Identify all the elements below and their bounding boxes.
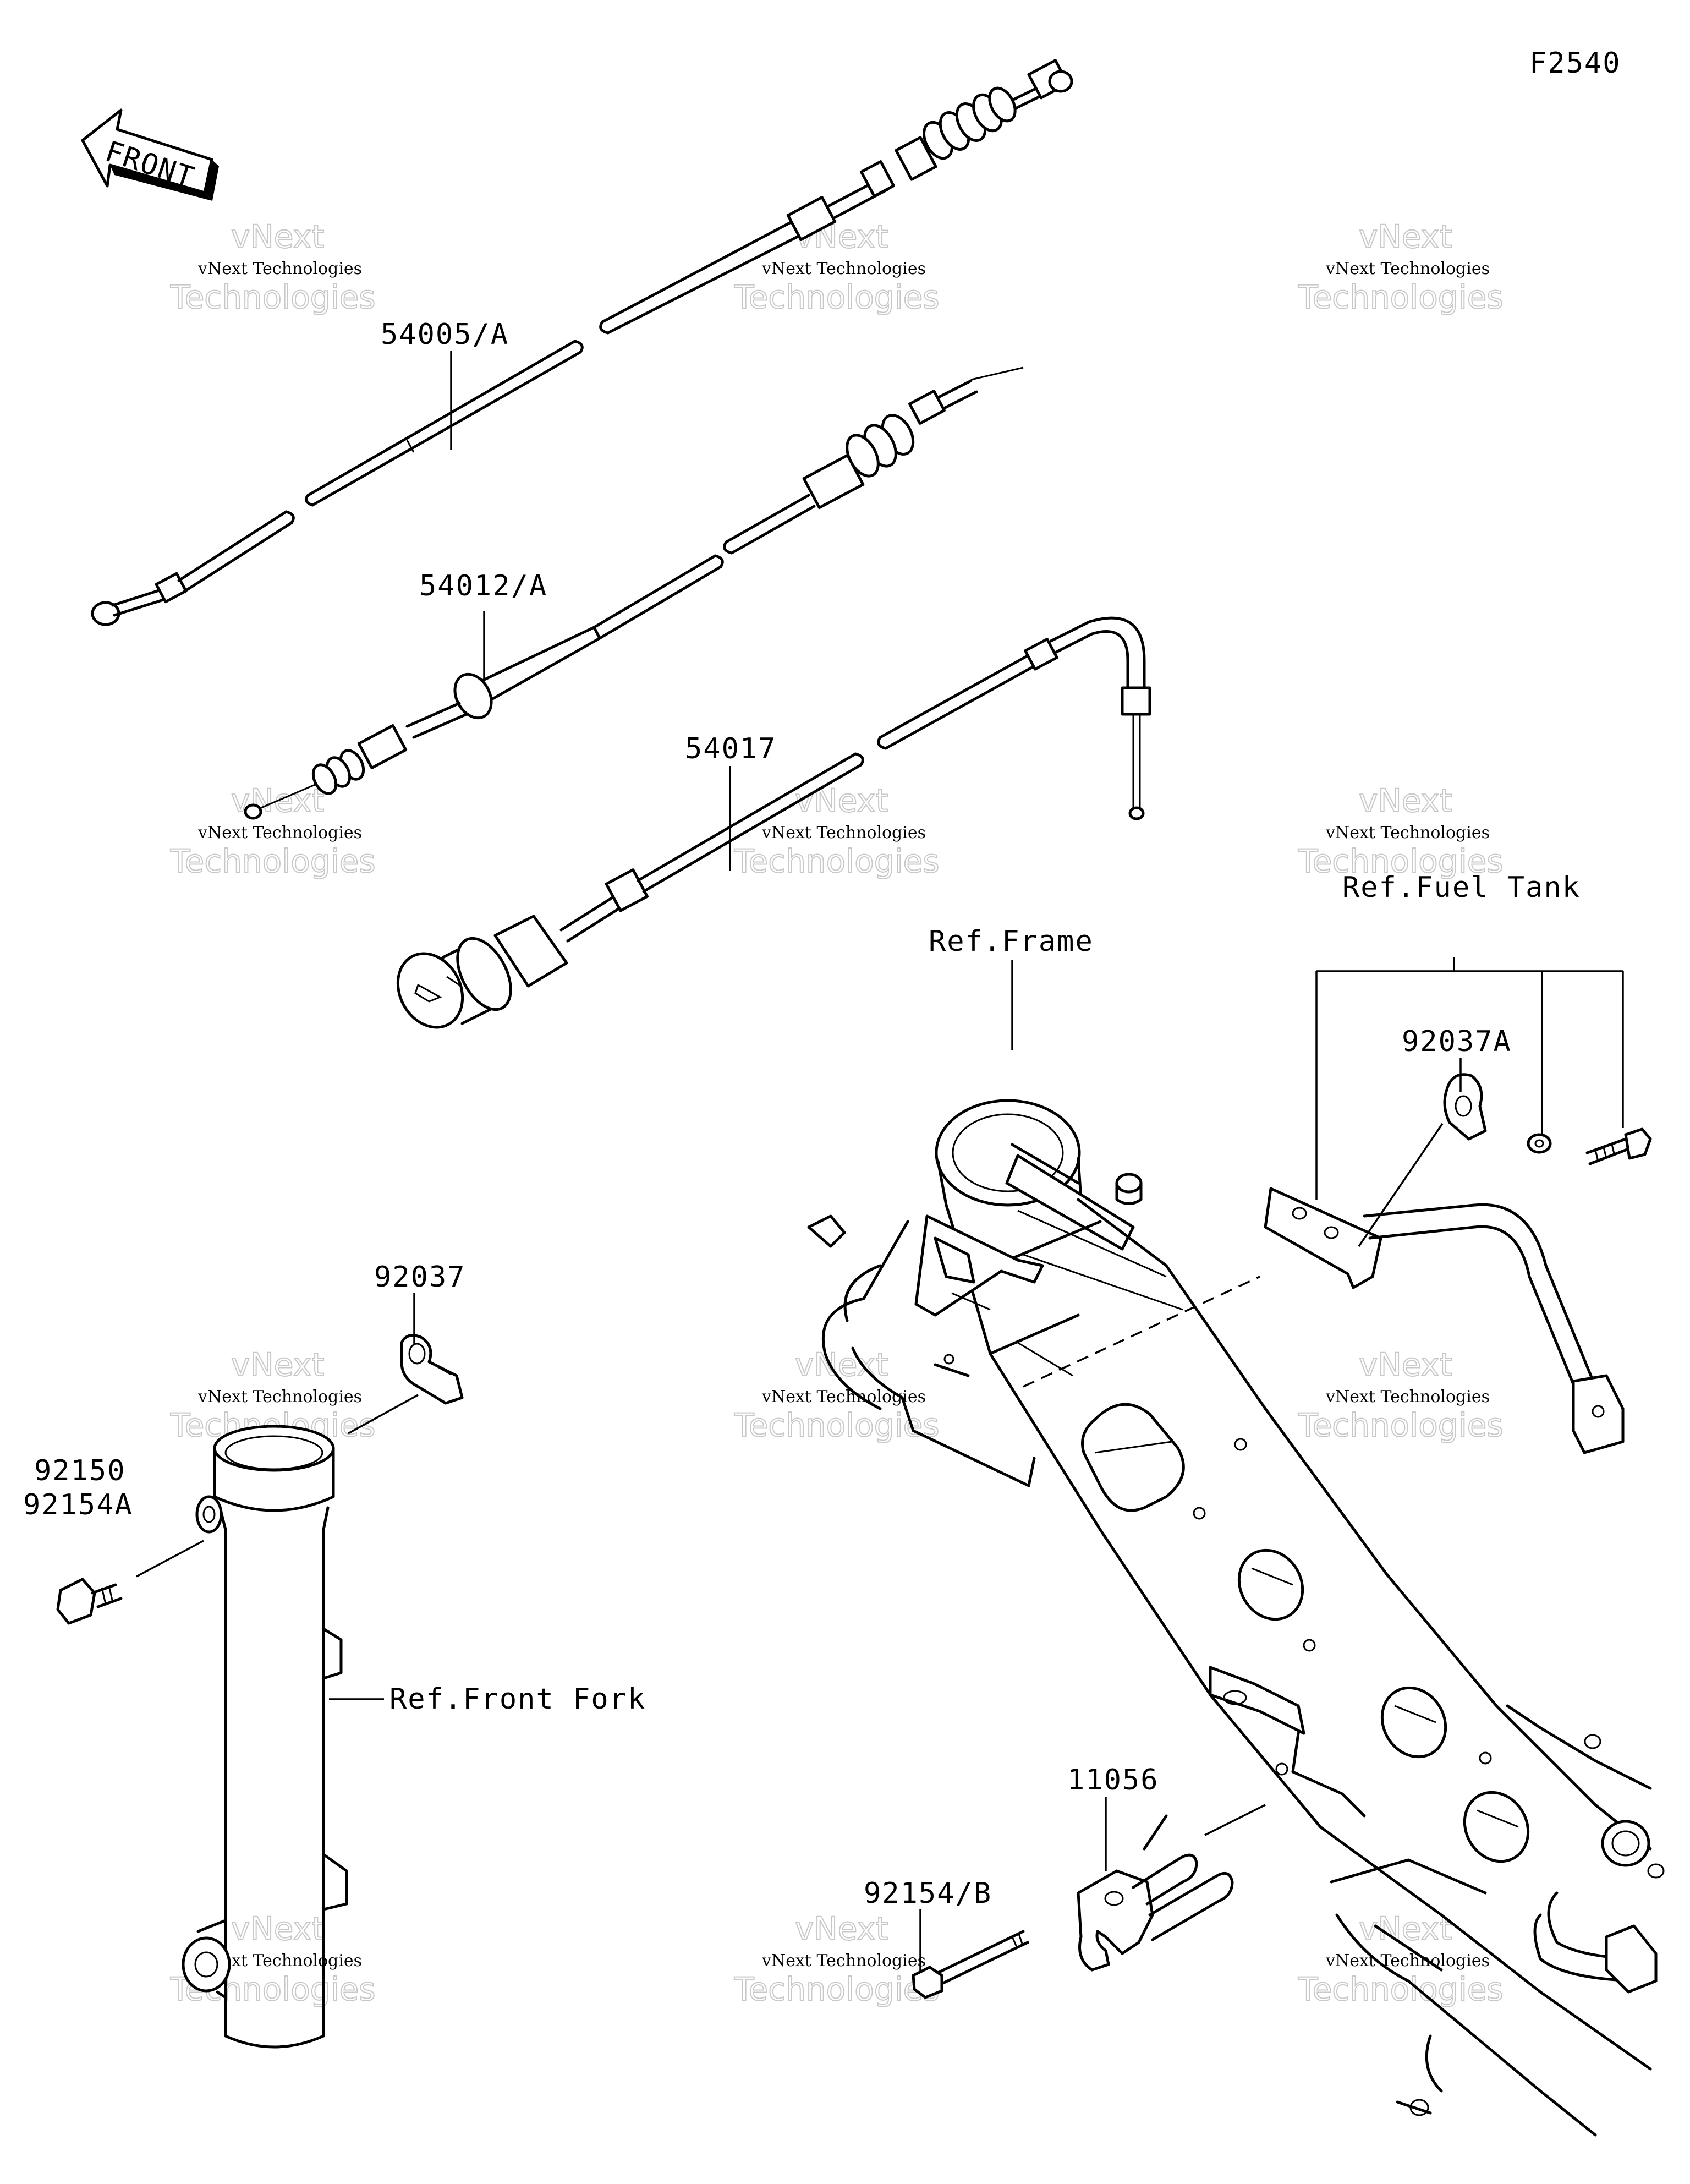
svg-text:vNext: vNext [231, 1910, 324, 1947]
svg-text:vNext: vNext [1359, 1346, 1452, 1383]
clutch-cable [91, 59, 1073, 626]
svg-text:vNext Technologies: vNext Technologies [761, 259, 926, 278]
watermark: vNext Technologies vNext Technologies [169, 781, 376, 880]
svg-text:vNext: vNext [1359, 218, 1452, 255]
bolt-icon [56, 1578, 123, 1625]
svg-text:vNext Technologies: vNext Technologies [197, 823, 362, 842]
svg-text:vNext: vNext [795, 782, 888, 819]
svg-text:vNext Technologies: vNext Technologies [1325, 823, 1490, 842]
bracket-11056 [1077, 1814, 1234, 1972]
watermark: vNext Technologies vNext Technologies [169, 217, 376, 316]
watermark: vNext Technologies vNext Technologies [1297, 1909, 1504, 2008]
svg-text:vNext: vNext [795, 1910, 888, 1947]
label-54012a: 54012/A [419, 570, 547, 603]
watermark: vNext Technologies vNext Technologies [1297, 217, 1504, 316]
svg-text:vNext Technologies: vNext Technologies [197, 1387, 362, 1406]
svg-text:vNext Technologies: vNext Technologies [1325, 1387, 1490, 1406]
clamp-icon [400, 1334, 464, 1405]
watermark: vNext Technologies vNext Technologies [169, 1345, 376, 1444]
label-92150: 92150 [34, 1454, 126, 1487]
washer-icon [1527, 1133, 1552, 1154]
svg-text:vNext: vNext [1359, 782, 1452, 819]
svg-text:vNext Technologies: vNext Technologies [1325, 1951, 1490, 1970]
screw-icon [1585, 1127, 1652, 1165]
svg-text:Technologies: Technologies [734, 842, 940, 880]
watermark: vNext Technologies vNext Technologies [1297, 1345, 1504, 1444]
front-arrow-icon: FRONT [81, 108, 219, 201]
label-54017: 54017 [685, 732, 777, 765]
label-ref-front-fork: Ref.Front Fork [389, 1683, 646, 1716]
clamp-a-icon [1443, 1073, 1487, 1141]
watermark: vNext Technologies vNext Technologies [1297, 781, 1504, 880]
svg-text:vNext Technologies: vNext Technologies [1325, 259, 1490, 278]
svg-text:Technologies: Technologies [734, 1406, 940, 1444]
svg-text:Technologies: Technologies [734, 278, 940, 316]
svg-text:Technologies: Technologies [1298, 842, 1504, 880]
svg-text:vNext: vNext [1359, 1910, 1452, 1947]
watermark: vNext Technologies vNext Technologies [733, 1345, 940, 1444]
leader-lines [136, 351, 1624, 1971]
fuel-tank-rail [1264, 1187, 1625, 1454]
svg-text:vNext Technologies: vNext Technologies [761, 1951, 926, 1970]
label-92037: 92037 [374, 1261, 466, 1294]
label-11056: 11056 [1067, 1764, 1159, 1797]
label-ref-fuel-tank: Ref.Fuel Tank [1342, 871, 1581, 904]
label-92154a: 92154A [23, 1488, 133, 1521]
svg-text:vNext: vNext [231, 218, 324, 255]
frame [807, 1099, 1665, 2137]
watermark: vNext Technologies vNext Technologies [733, 1909, 940, 2008]
diagram-id: F2540 [1529, 47, 1621, 80]
label-92037a: 92037A [1402, 1025, 1512, 1058]
part-labels: 54005/A 54012/A 54017 Ref.Frame Ref.Fuel… [23, 318, 1581, 1910]
front-fork [182, 1425, 348, 2049]
svg-text:vNext: vNext [231, 1346, 324, 1383]
watermark: vNext Technologies vNext Technologies [733, 217, 940, 316]
label-92154b: 92154/B [864, 1877, 992, 1910]
svg-text:vNext Technologies: vNext Technologies [761, 823, 926, 842]
watermark: vNext Technologies vNext Technologies [733, 781, 940, 880]
choke-cable [396, 616, 1151, 1029]
svg-text:Technologies: Technologies [170, 842, 376, 880]
svg-text:Technologies: Technologies [1298, 278, 1504, 316]
long-bolt-icon [912, 1930, 1029, 1999]
svg-text:Technologies: Technologies [1298, 1406, 1504, 1444]
svg-text:Technologies: Technologies [734, 1970, 940, 2008]
svg-text:vNext Technologies: vNext Technologies [197, 259, 362, 278]
label-ref-frame: Ref.Frame [929, 925, 1094, 958]
throttle-cable [244, 366, 1024, 820]
svg-text:Technologies: Technologies [170, 278, 376, 316]
label-54005a: 54005/A [381, 318, 509, 351]
